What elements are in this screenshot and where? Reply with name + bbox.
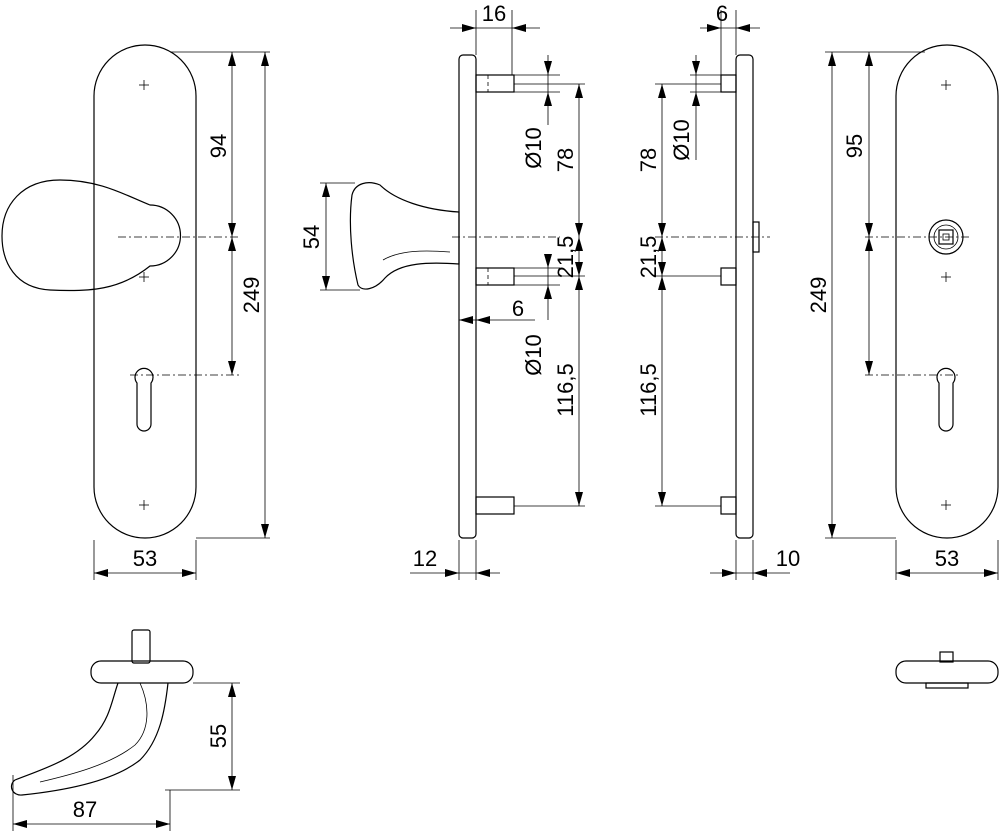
dim-16: 16 <box>482 1 506 26</box>
view-top-lever: 55 87 <box>10 629 240 831</box>
front-backplate <box>93 44 197 539</box>
dim-lines-side-back <box>655 10 790 580</box>
dim-dia10-low-mid: Ø10 <box>521 334 546 376</box>
view-front-knob: 94 249 53 <box>1 44 270 580</box>
view-side-back: 6 Ø10 78 21,5 116,5 10 <box>636 1 800 580</box>
dim-95: 95 <box>842 134 867 158</box>
dim-116-5-right: 116,5 <box>636 363 661 416</box>
screw-marks-front <box>139 80 149 510</box>
view-top-plate <box>895 651 999 689</box>
socket-bottom <box>720 496 737 515</box>
knob-outline <box>1 179 182 292</box>
dim-94: 94 <box>206 134 231 158</box>
side-plate-knob <box>458 54 477 539</box>
dim-87: 87 <box>73 797 97 822</box>
side-plate-back <box>735 54 754 539</box>
dim-249-left: 249 <box>239 277 264 314</box>
dim-12: 12 <box>413 546 437 571</box>
socket-top <box>720 74 737 93</box>
back-backplate <box>895 44 999 539</box>
pin-mid <box>475 267 515 286</box>
dim-249-right: 249 <box>806 277 831 314</box>
lever-rosette-top <box>90 660 194 684</box>
dim-53-right: 53 <box>935 546 959 571</box>
dim-53-left: 53 <box>133 546 157 571</box>
dim-10: 10 <box>776 546 800 571</box>
dim-116-5-mid: 116,5 <box>553 363 578 416</box>
knob-profile-inner <box>382 250 451 261</box>
top-plate-body <box>895 660 999 684</box>
pin-bottom <box>475 496 515 515</box>
view-back-plate: 95 249 53 <box>806 44 999 580</box>
lever-spindle-top <box>131 629 151 664</box>
top-plate-base <box>925 682 969 689</box>
socket-mid <box>720 267 737 286</box>
dim-dia10-top-mid: Ø10 <box>521 127 546 169</box>
dim-21-5-right: 21,5 <box>636 236 661 279</box>
keyhole-back <box>936 367 956 432</box>
knob-profile <box>349 182 460 290</box>
dim-6-right: 6 <box>716 1 728 26</box>
lever-handle-inner <box>39 682 148 783</box>
dim-21-5-mid: 21,5 <box>553 236 578 279</box>
keyhole-front <box>134 367 154 432</box>
dim-78-right: 78 <box>636 148 661 172</box>
view-side-knob: 16 Ø10 78 21,5 6 Ø10 116,5 54 12 <box>299 1 585 580</box>
dim-54: 54 <box>299 225 324 249</box>
dim-78-mid: 78 <box>553 148 578 172</box>
top-plate-stub <box>939 651 954 663</box>
pin-top <box>475 74 515 93</box>
dim-6-mid: 6 <box>512 296 524 321</box>
dim-lines-front <box>93 51 270 580</box>
dim-dia10-right: Ø10 <box>669 119 694 161</box>
screw-marks-back <box>941 80 951 510</box>
dim-55: 55 <box>206 724 231 748</box>
dim-lines-top-lever <box>12 682 240 831</box>
lever-handle-top <box>10 682 169 796</box>
dim-lines-back <box>825 51 999 580</box>
